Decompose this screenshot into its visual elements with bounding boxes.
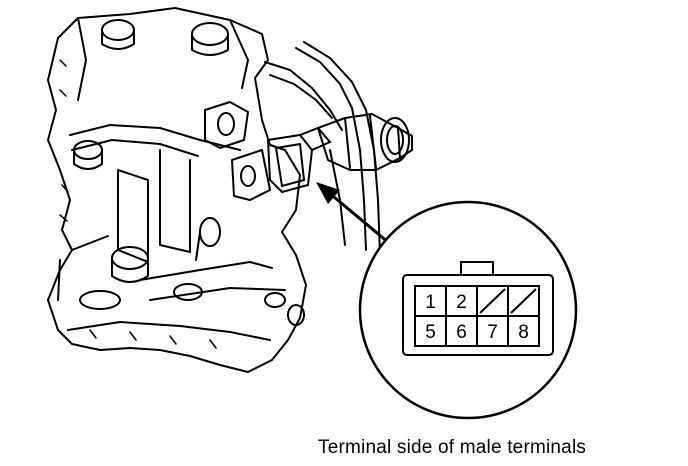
- terminal-cell: [507, 315, 540, 347]
- wiring-harness: [264, 41, 413, 256]
- transmission-housing-illustration: [47, 7, 307, 373]
- blank-terminal-slash: [479, 288, 506, 314]
- blank-terminal-slash: [510, 288, 537, 314]
- terminal-number: 2: [456, 292, 467, 313]
- terminal-number: 1: [425, 292, 436, 313]
- connector-body: [402, 274, 554, 356]
- terminal-number: 5: [425, 322, 436, 343]
- caption: Terminal side of male terminals: [318, 437, 587, 458]
- terminal-number: 6: [456, 322, 467, 343]
- terminal-number: 7: [487, 322, 498, 343]
- terminal-number: 8: [518, 322, 529, 343]
- pointer-arrow: [316, 182, 396, 250]
